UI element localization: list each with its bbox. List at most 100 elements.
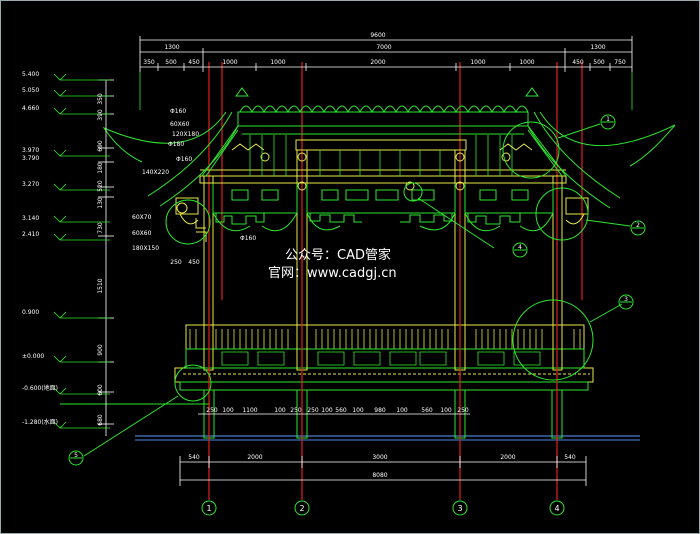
top-dim-tier3: 1000	[470, 59, 485, 66]
member-size-label: Φ180	[168, 141, 184, 148]
left-dim: 390	[97, 109, 104, 121]
bottom-dim-tier1: 250	[290, 407, 302, 414]
grid-axis-bubble: 2	[294, 500, 310, 516]
grid-axis-label: 4	[554, 504, 559, 513]
end-brackets	[175, 197, 589, 242]
detail-callout-label: 1	[606, 116, 610, 123]
bottom-dim-tier1: 560	[335, 407, 347, 414]
left-dim: 350	[97, 93, 104, 105]
beams	[176, 139, 567, 214]
bottom-dim-tier1: 250	[457, 407, 469, 414]
detail-callout-label: 5	[74, 452, 78, 459]
detail-callout: 5	[68, 450, 84, 466]
top-dim-tier3: 450	[188, 59, 200, 66]
detail-callout-circle	[630, 220, 646, 236]
detail-callout-label: 3	[624, 296, 628, 303]
grid-axis-circle	[452, 500, 468, 516]
top-dim-tier3: 450	[572, 59, 584, 66]
top-dimension-lines	[139, 36, 633, 110]
bottom-dim-tier1: 1100	[242, 407, 257, 414]
roof	[102, 87, 676, 209]
bottom-dim-tier1: 100	[440, 407, 452, 414]
detail-callout-label: 2	[636, 222, 640, 229]
grid-axis-label: 2	[299, 504, 304, 513]
balustrade	[185, 324, 585, 369]
level-label: -0.600(地面)	[22, 384, 58, 392]
member-size-label: Φ160	[170, 108, 186, 115]
bottom-dim-tier2: 2000	[500, 454, 515, 461]
top-dim-tier3: 500	[165, 59, 177, 66]
grid-axis-label: 3	[457, 504, 462, 513]
top-dim-tier3: 500	[593, 59, 605, 66]
left-dim: 690	[97, 140, 104, 152]
bottom-dim-tier1: 100	[274, 407, 286, 414]
bottom-dim-tier1: 980	[374, 407, 386, 414]
left-dim: 600	[97, 384, 104, 396]
left-dim: 680	[97, 414, 104, 426]
column-dim: 250	[170, 259, 182, 266]
level-label: 5.400	[22, 71, 39, 78]
level-markers	[53, 73, 114, 436]
grid-axis-bubble: 1	[201, 500, 217, 516]
member-size-label: 140X220	[142, 169, 169, 176]
left-dim: 180	[97, 162, 104, 174]
watermark-line-2: 官网：www.cadgj.cn	[268, 265, 397, 281]
level-label: ±0.000	[22, 353, 44, 360]
grid-axis-bubble: 4	[549, 500, 565, 516]
left-dim: 520	[97, 180, 104, 192]
bottom-dim-tier1: 250	[307, 407, 319, 414]
top-dim-tier2: 1300	[590, 44, 605, 51]
top-dim-tier3: 2000	[370, 59, 385, 66]
detail-callout-circle	[600, 114, 616, 130]
bottom-dim-tier2: 3000	[372, 454, 387, 461]
member-size-label: 180X150	[132, 245, 159, 252]
top-dim-tier3: 750	[614, 59, 626, 66]
bottom-dim-tier1: 100	[396, 407, 408, 414]
grid-axis-circle	[201, 500, 217, 516]
watermark-line-1: 公众号：CAD管家	[285, 247, 391, 263]
member-size-label: Φ160	[176, 156, 192, 163]
detail-circles	[83, 121, 631, 457]
grid-axis-lines	[208, 62, 583, 500]
bottom-dim-tier1: 100	[352, 407, 364, 414]
base-platform	[174, 367, 594, 439]
bottom-dimension-lines	[179, 413, 587, 486]
level-label: 2.410	[22, 231, 39, 238]
grid-axis-bubble: 3	[452, 500, 468, 516]
detail-callout: 3	[618, 294, 634, 310]
member-size-label: Φ160	[240, 235, 256, 242]
level-label: 3.790	[22, 155, 39, 162]
detail-callout-label: 4	[518, 244, 522, 251]
fretwork-frieze	[212, 182, 554, 232]
bottom-dim-tier1: 100	[222, 407, 234, 414]
member-size-label: 60X60	[132, 230, 152, 237]
top-dim-tier2: 7000	[376, 44, 391, 51]
detail-callout: 1	[600, 114, 616, 130]
top-dim-tier3: 1000	[519, 59, 534, 66]
level-label: 3.270	[22, 181, 39, 188]
grid-axis-label: 1	[206, 504, 211, 513]
level-label: 0.900	[22, 309, 39, 316]
detail-callout-circle	[68, 450, 84, 466]
left-dim: 730	[97, 222, 104, 234]
detail-callout: 2	[630, 220, 646, 236]
bottom-dim-total: 8080	[372, 472, 387, 479]
column-dim: 450	[188, 259, 200, 266]
level-label: 5.050	[22, 87, 39, 94]
level-label: 4.660	[22, 105, 39, 112]
member-size-label: 120X180	[172, 131, 199, 138]
grid-axis-circle	[549, 500, 565, 516]
level-label: 3.970	[22, 147, 39, 154]
bottom-dim-tier1: 250	[206, 407, 218, 414]
member-size-label: 60X60	[170, 121, 190, 128]
level-label: 3.140	[22, 215, 39, 222]
grid-axis-circle	[294, 500, 310, 516]
left-dim: 900	[97, 344, 104, 356]
level-label: -1.280(水面)	[22, 418, 58, 426]
member-size-label: 60X70	[132, 214, 152, 221]
top-dim-tier3: 1000	[270, 59, 285, 66]
bottom-dim-tier2: 540	[188, 454, 200, 461]
top-dim-tier3: 350	[143, 59, 155, 66]
detail-callout-circle	[512, 242, 528, 258]
